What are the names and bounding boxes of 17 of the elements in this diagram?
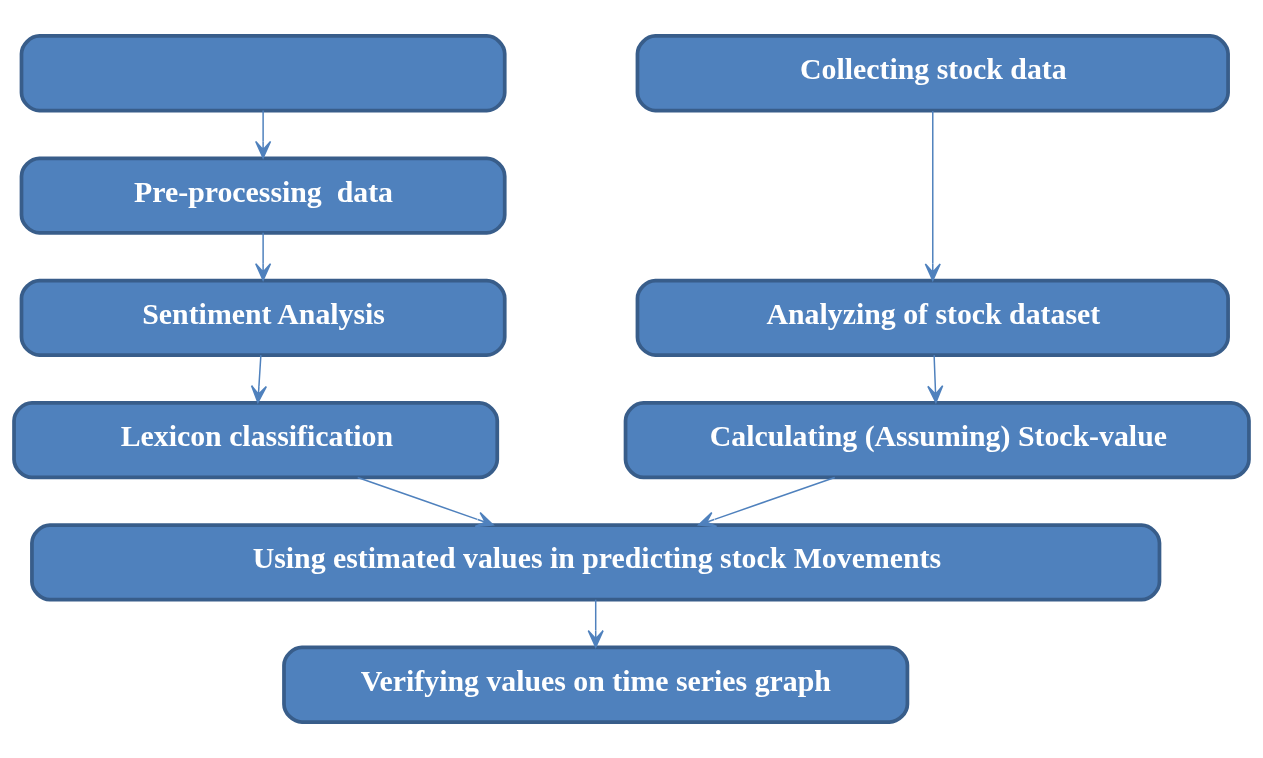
node-box: Using estimated values in predicting stock Movements	[30, 523, 1162, 602]
arrow	[255, 232, 272, 281]
node-box	[19, 34, 507, 113]
node-box: Lexicon classification	[12, 401, 500, 480]
node-box: Sentiment Analysis	[19, 278, 507, 357]
node-box: Analyzing of stock dataset	[635, 278, 1230, 357]
node-box: Collecting stock data	[635, 34, 1230, 113]
node-box: Calculating (Assuming) Stock-value	[623, 401, 1251, 480]
arrow	[250, 354, 268, 404]
node-box: Verifying values on time series graph	[282, 645, 910, 724]
arrow	[255, 109, 272, 159]
node-box: Pre-processing data	[19, 156, 507, 235]
arrow	[356, 476, 494, 528]
arrow	[697, 476, 836, 528]
arrow	[927, 354, 944, 404]
arrow	[587, 599, 604, 648]
arrow	[924, 110, 941, 282]
